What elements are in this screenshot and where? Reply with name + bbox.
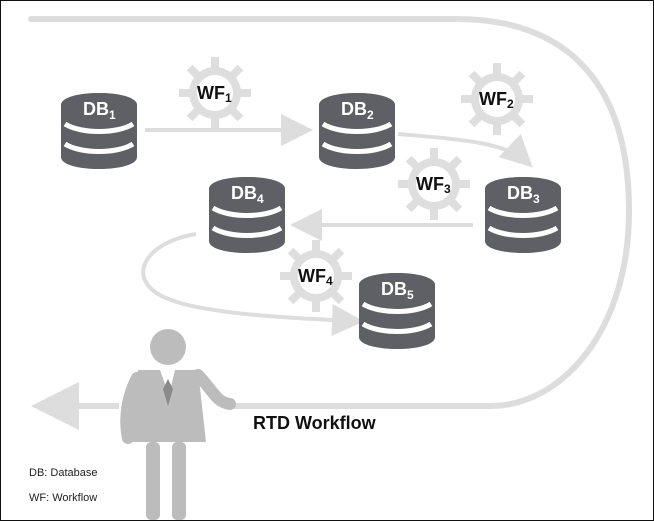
database-node-4: DB4	[209, 177, 285, 253]
wf4-label: WF4	[298, 266, 333, 288]
arrow-db2-db3	[397, 132, 533, 168]
person-head	[150, 329, 186, 365]
workflow-gear-3: WF3	[383, 133, 485, 235]
wf1-label: WF1	[197, 83, 232, 105]
workflow-gear-2: WF2	[446, 48, 548, 150]
person-arm-left	[120, 372, 143, 444]
person-arm-right	[192, 369, 236, 410]
arrow-db4-db5	[141, 232, 364, 337]
db2-label: DB2	[341, 99, 374, 122]
diagram-title: RTD Workflow	[253, 413, 376, 433]
workflow-gear-1: WF1	[164, 42, 266, 144]
database-node-5: DB5	[359, 273, 435, 349]
database-node-1: DB1	[61, 93, 137, 169]
legend-workflow: WF: Workflow	[29, 492, 98, 504]
db5-label: DB5	[381, 279, 414, 302]
person-tie	[163, 379, 173, 406]
person-leg-right	[172, 442, 186, 520]
person-leg-left	[146, 442, 160, 520]
db3-label: DB3	[507, 183, 540, 206]
person-torso	[127, 370, 206, 442]
db1-label: DB1	[83, 99, 116, 122]
workflow-gear-4: WF4	[265, 225, 367, 327]
wf3-label: WF3	[416, 174, 451, 196]
database-node-3: DB3	[485, 177, 561, 253]
outer-loop-connector	[28, 16, 633, 409]
database-node-2: DB2	[319, 93, 395, 169]
wf2-label: WF2	[479, 89, 514, 111]
person-figure	[120, 329, 236, 520]
legend-database: DB: Database	[29, 467, 98, 479]
db4-label: DB4	[231, 183, 264, 206]
